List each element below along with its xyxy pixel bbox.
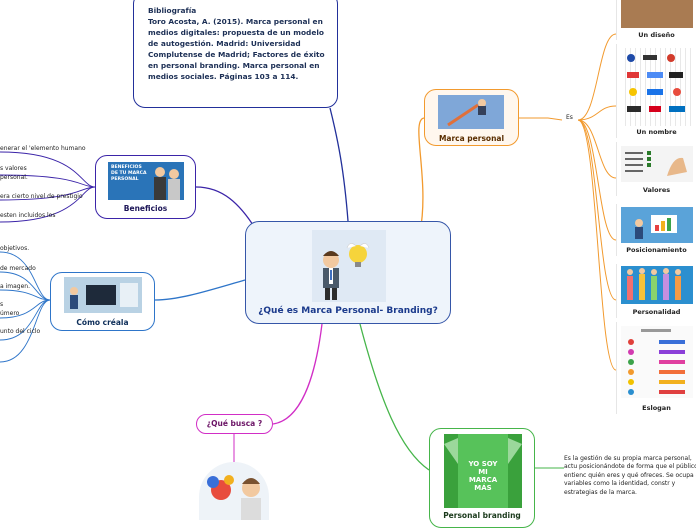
central-title: ¿Qué es Marca Personal- Branding? — [258, 306, 438, 316]
card-posicionamiento[interactable]: Posicionamiento — [616, 204, 696, 256]
como-crearla-leaf-5: úmero — [0, 310, 20, 317]
beneficios-leaf-2: s valores — [0, 165, 27, 172]
card-eslogan[interactable]: Eslogan — [616, 322, 696, 414]
beneficios-leaf-1: enerar el 'elemento humano — [0, 145, 86, 152]
beneficios-leaf-3: personal. — [0, 174, 28, 181]
que-busca-node[interactable]: ¿Qué busca ? — [196, 414, 273, 434]
brand-logos-image — [621, 48, 693, 126]
personal-branding-description: Es la gestión de su propia marca persona… — [564, 455, 696, 496]
connector-es-label: Es — [566, 114, 573, 121]
card-un-diseno-label: Un diseño — [638, 31, 675, 39]
card-eslogan-label: Eslogan — [642, 404, 671, 412]
como-crearla-label: Cómo créala — [76, 318, 129, 327]
design-image — [621, 0, 693, 28]
como-crearla-leaf-1: objetivos. — [0, 245, 30, 252]
card-personalidad-label: Personalidad — [632, 308, 681, 316]
personal-branding-image: YO SOY MI MARCA MÁS — [444, 434, 522, 508]
personal-branding-shirt-text: YO SOY MI MARCA MÁS — [468, 460, 498, 492]
como-crearla-image — [64, 277, 142, 313]
card-valores-label: Valores — [642, 186, 671, 194]
como-crearla-leaf-4: s — [0, 301, 4, 308]
beneficios-image-text: BENEFICIOS DE TU MARCA PERSONAL — [111, 165, 147, 182]
personality-image — [621, 266, 693, 304]
central-topic[interactable]: ¿Qué es Marca Personal- Branding? — [245, 221, 451, 324]
como-crearla-leaf-3: a imagen. — [0, 283, 30, 290]
beneficios-node[interactable]: BENEFICIOS DE TU MARCA PERSONAL Benefici… — [95, 155, 196, 219]
bibliography-heading: Bibliografía — [148, 6, 197, 15]
beneficios-label: Beneficios — [123, 204, 168, 213]
card-valores[interactable]: Valores — [616, 142, 696, 196]
positioning-image — [621, 207, 693, 243]
card-un-nombre-label: Un nombre — [636, 128, 677, 136]
slogan-examples-image — [621, 326, 693, 398]
que-busca-label: ¿Qué busca ? — [206, 419, 263, 428]
marca-personal-label: Marca personal — [438, 134, 505, 143]
personal-branding-node[interactable]: YO SOY MI MARCA MÁS Personal branding — [429, 428, 535, 528]
beneficios-leaf-5: esten incluidos los — [0, 212, 56, 219]
como-crearla-node[interactable]: Cómo créala — [50, 272, 155, 331]
central-illustration — [312, 230, 386, 302]
bibliography-box[interactable]: Bibliografía Toro Acosta, A. (2015). Mar… — [133, 0, 338, 108]
card-un-nombre[interactable]: Un nombre — [616, 44, 696, 138]
card-personalidad[interactable]: Personalidad — [616, 264, 696, 318]
bibliography-text: Toro Acosta, A. (2015). Marca personal e… — [148, 17, 325, 81]
beneficios-image: BENEFICIOS DE TU MARCA PERSONAL — [108, 162, 184, 200]
card-un-diseno[interactable]: Un diseño — [616, 0, 696, 40]
rocket-illustration — [438, 95, 504, 129]
values-checklist-image — [621, 146, 693, 182]
card-posicionamiento-label: Posicionamiento — [626, 246, 687, 254]
como-crearla-leaf-2: de mercado — [0, 265, 36, 272]
marca-personal-node[interactable]: Marca personal — [424, 89, 519, 146]
personal-branding-label: Personal branding — [443, 511, 521, 520]
como-crearla-leaf-6: unto del ciclo — [0, 328, 41, 335]
beneficios-leaf-4: era cierto nivel de prestigio — [0, 193, 83, 200]
que-busca-image — [199, 462, 269, 520]
